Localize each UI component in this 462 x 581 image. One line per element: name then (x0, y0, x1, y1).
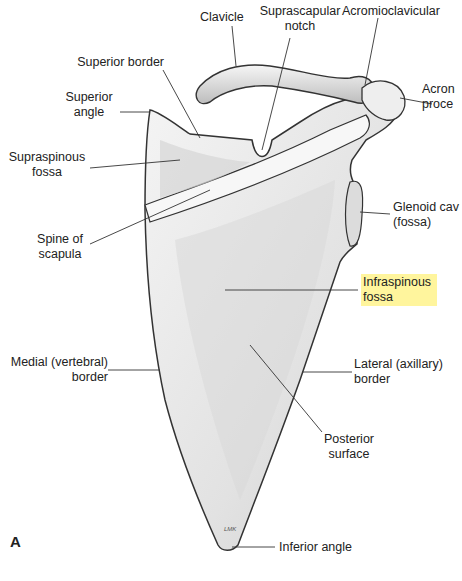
part-label: Clavicle (200, 10, 270, 25)
part-label: Inferior angle (279, 540, 369, 555)
supraspinous-fossa-shade (160, 140, 250, 198)
part-label: Superior border (64, 55, 164, 70)
artist-signature: LMK (224, 526, 244, 533)
infraspinous-fossa-shade (175, 180, 335, 500)
scapula-outline (145, 91, 399, 550)
acromion (362, 81, 405, 120)
glenoid-cavity (346, 181, 363, 246)
figure-letter: A (10, 534, 30, 549)
part-label: Acron proce (422, 82, 460, 112)
part-label: Spine of scapula (28, 232, 92, 262)
part-label: Glenoid cav (fossa) (393, 200, 459, 230)
scapular-spine (145, 115, 369, 222)
part-label: Acromioclavicular (342, 4, 460, 19)
clavicle (196, 65, 374, 104)
part-label: Superior angle (60, 90, 118, 120)
part-label: Medial (vertebral) border (8, 355, 108, 385)
part-label: Lateral (axillary) border (354, 357, 444, 387)
highlighted-label: Infraspinous fossa (361, 274, 437, 306)
part-label: Supraspinous fossa (4, 150, 90, 180)
part-label: Posterior surface (314, 432, 384, 462)
part-label: Suprascapular notch (252, 4, 348, 34)
